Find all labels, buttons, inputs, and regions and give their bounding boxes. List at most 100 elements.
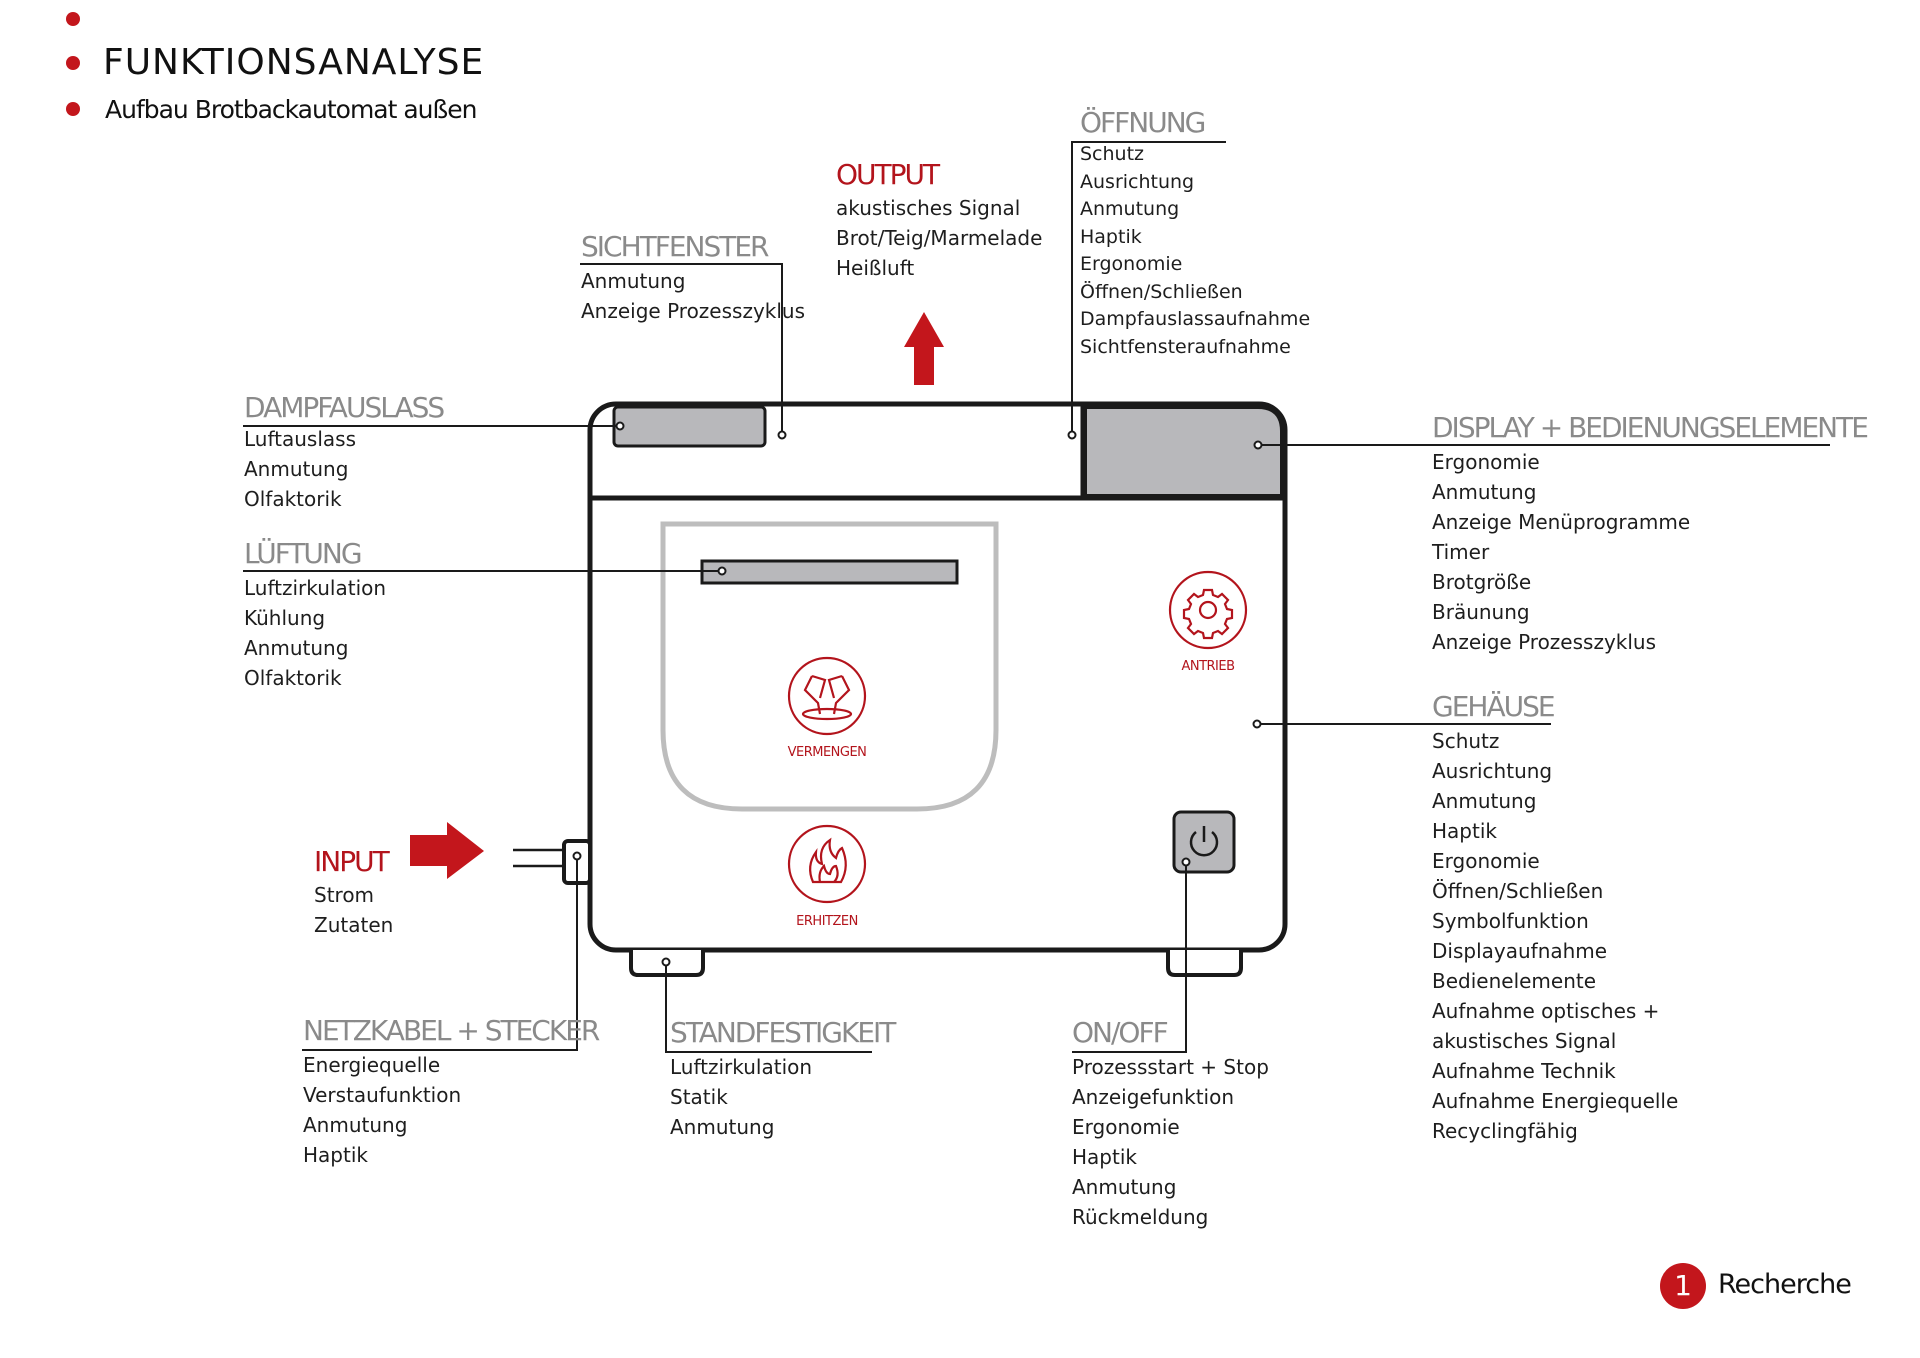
leader-dot [777,430,787,440]
list-item: Olfaktorik [244,487,342,511]
list-item: Anmutung [670,1115,775,1139]
display-panel [1083,405,1284,498]
list-item: Öffnen/Schließen [1080,280,1243,303]
oeffnung-list: Schutz Ausrichtung Anmutung Haptik Ergon… [1080,141,1310,361]
input-list: Strom Zutaten [314,880,393,940]
bullet-dot [66,56,80,70]
list-item: Displayaufnahme [1432,939,1608,963]
leader-netzkabel [302,856,578,1051]
list-item: Brot/Teig/Marmelade [836,226,1043,250]
list-item: Aufnahme optisches + [1432,999,1660,1023]
output-arrow-icon [904,312,944,385]
list-item: Luftauslass [244,427,357,451]
onoff-list: Prozessstart + Stop Anzeigefunktion Ergo… [1072,1052,1269,1232]
netzkabel-title: NETZKABEL + STECKER [303,1014,600,1047]
list-item: Kühlung [244,606,326,630]
list-item: Ausrichtung [1432,759,1553,783]
antrieb-label: ANTRIEB [1181,659,1235,674]
erhitzen-label: ERHITZEN [796,914,858,929]
list-item: Anmutung [244,636,349,660]
onoff-title: ON/OFF [1072,1016,1169,1049]
flame-icon [787,824,867,904]
leader-dot [1181,857,1191,867]
list-item: Statik [670,1085,728,1109]
list-item: Ergonomie [1432,450,1540,474]
gehaeuse-list: Schutz Ausrichtung Anmutung Haptik Ergon… [1432,726,1678,1146]
list-item: Bedienelemente [1432,969,1597,993]
viewing-window [660,521,999,812]
list-item: Energiequelle [303,1053,441,1077]
list-item: Ergonomie [1080,253,1183,275]
gehaeuse-title: GEHÄUSE [1432,690,1556,723]
list-item: Aufnahme Technik [1432,1059,1616,1083]
list-item: Bräunung [1432,600,1530,624]
list-item: Anzeigefunktion [1072,1085,1235,1109]
standfestigkeit-title: STANDFESTIGKEIT [670,1016,896,1049]
ventilation-slot [700,559,959,585]
input-title: INPUT [314,845,390,878]
leader-dot [1252,719,1262,729]
list-item: Ausrichtung [1080,170,1195,193]
leader-sichtfenster [580,263,783,435]
list-item: Anzeige Prozesszyklus [581,299,806,323]
standfestigkeit-list: Luftzirkulation Statik Anmutung [670,1052,812,1142]
list-item: Strom [314,883,375,907]
list-item: Symbolfunktion [1432,909,1589,933]
step-label: Recherche [1718,1269,1852,1300]
list-item: Prozessstart + Stop [1072,1055,1269,1079]
list-item: Luftzirkulation [244,576,387,600]
list-item: Brotgröße [1432,570,1532,594]
list-item: Anzeige Menüprogramme [1432,510,1691,534]
lueftung-title: LÜFTUNG [244,537,363,570]
list-item: Heißluft [836,256,915,280]
display-list: Ergonomie Anmutung Anzeige Menüprogramme… [1432,447,1690,657]
list-item: Verstaufunktion [303,1083,462,1107]
list-item: Anmutung [1080,198,1180,220]
page-subtitle: Aufbau Brotbackautomat außen [105,95,477,124]
list-item: Anmutung [244,457,349,481]
list-item: Timer [1432,540,1490,564]
dampfauslass-list: Luftauslass Anmutung Olfaktorik [244,424,356,514]
list-item: Anmutung [581,269,686,293]
display-title: DISPLAY + BEDIENUNGSELEMENTE [1432,411,1869,444]
list-item: Anmutung [1432,789,1537,813]
dampfauslass-title: DAMPFAUSLASS [244,391,445,424]
leader-dot [572,851,582,861]
list-item: Anmutung [1072,1175,1177,1199]
device-housing [587,401,1288,953]
list-item: Sichtfensteraufnahme [1080,335,1291,358]
list-item: Aufnahme Energiequelle [1432,1089,1679,1113]
input-arrow-icon [410,822,484,879]
vermengen-label: VERMENGEN [787,745,867,760]
steam-vent [612,405,767,448]
output-title: OUTPUT [836,158,940,191]
list-item: Dampfauslassaufnahme [1080,308,1311,330]
page-title: FUNKTIONSANALYSE [103,42,485,83]
leader-dot [717,566,727,576]
leader-dot [1067,430,1077,440]
list-item: Schutz [1080,143,1145,165]
list-item: Anmutung [303,1113,408,1137]
list-item: Anmutung [1432,480,1537,504]
leader-standfestigkeit [665,962,872,1053]
leader-onoff [1072,862,1187,1053]
netzkabel-list: Energiequelle Verstaufunktion Anmutung H… [303,1050,461,1170]
list-item: Schutz [1432,729,1500,753]
leader-dot [661,957,671,967]
list-item: Ergonomie [1072,1115,1180,1139]
lueftung-list: Luftzirkulation Kühlung Anmutung Olfakto… [244,573,386,693]
power-icon [1189,826,1219,857]
list-item: Haptik [1432,819,1497,843]
list-item: Zutaten [314,913,394,937]
bullet-dot [66,102,80,116]
sichtfenster-title: SICHTFENSTER [581,230,770,263]
list-item: Haptik [1080,225,1142,248]
list-item: Öffnen/Schließen [1432,879,1604,903]
sichtfenster-list: Anmutung Anzeige Prozesszyklus [581,266,805,326]
step-badge: 1 [1660,1263,1706,1309]
kneading-hooks-icon [787,656,867,736]
list-item: Ergonomie [1432,849,1540,873]
list-item: Luftzirkulation [670,1055,813,1079]
leader-dot [1253,440,1263,450]
